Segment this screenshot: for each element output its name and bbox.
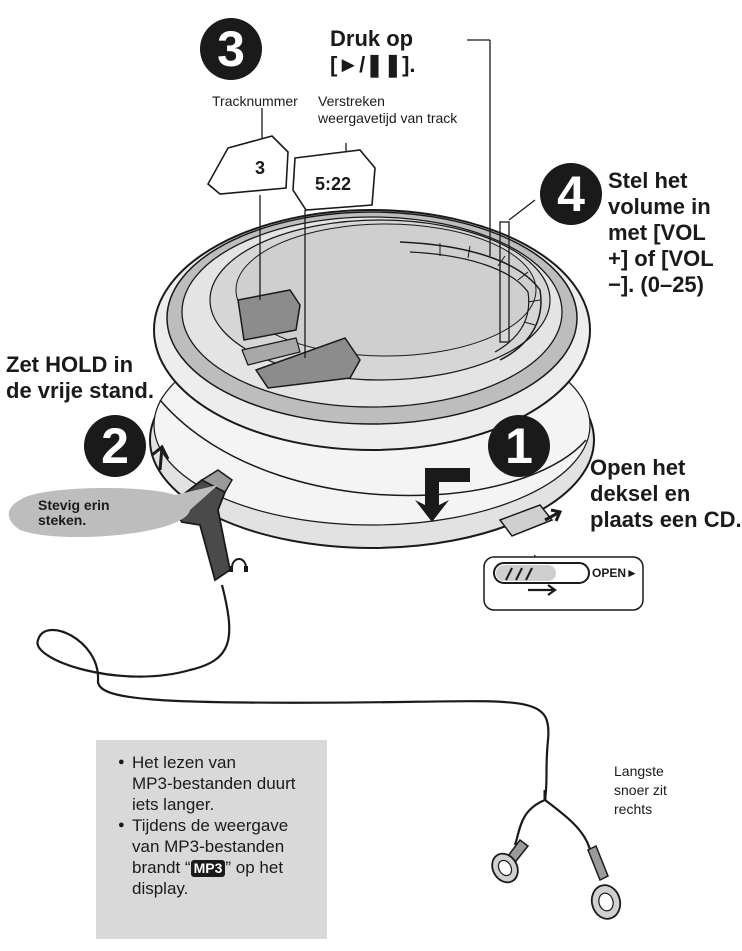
note-2-line-3: brandt “MP3” op het (132, 857, 313, 878)
step-1-line-3: plaats een CD. (590, 507, 742, 532)
lid-arrow-icon (415, 468, 470, 522)
left-earbud (491, 838, 530, 884)
step-3-line-1: Druk op (330, 26, 414, 51)
step-2-line-2: de vrije stand. (6, 378, 154, 403)
notes-list: Het lezen van MP3-bestanden duurt iets l… (96, 740, 327, 899)
step-3-marker: 3 (200, 18, 262, 80)
note-2-after-badge: ” op het (225, 858, 284, 877)
step-1-line-2: deksel en (590, 481, 691, 506)
note-2-line-4: display. (132, 879, 189, 898)
cord-note-line-2: snoer zit (614, 782, 667, 798)
step-4-line-3: met [VOL (608, 220, 706, 245)
note-2-line-1: Tijdens de weergave (132, 816, 289, 835)
note-2-line-2: van MP3-bestanden (132, 837, 285, 856)
track-number-label: Tracknummer (212, 93, 298, 109)
step-4-line-4: +] of [VOL (608, 246, 714, 271)
open-arrow-icon (544, 508, 563, 522)
elapsed-label-line-2: weergavetijd van track (318, 110, 458, 126)
bubble-line-1: Stevig erin (38, 497, 110, 513)
cord-note-line-3: rechts (614, 801, 653, 817)
track-number-window (237, 289, 301, 341)
note-1-line-3: iets langer. (132, 795, 215, 814)
elapsed-label-line-1: Verstreken (318, 93, 385, 109)
elapsed-time-value: 5:22 (315, 174, 352, 194)
step-4-marker: 4 (540, 163, 602, 225)
note-2-before-badge: brandt “ (132, 858, 191, 877)
step-4-line-5: −]. (0–25) (608, 272, 704, 297)
step-4-line-1: Stel het (608, 168, 688, 193)
control-buttons-arc (399, 241, 542, 361)
headphone-icon (231, 558, 247, 569)
step-1-marker: 1 (488, 415, 550, 477)
open-switch-on-device (498, 504, 554, 537)
step-1-instruction: Open het deksel en plaats een CD. (590, 455, 742, 533)
bubble-text: Stevig erin steken. (38, 498, 110, 528)
step-4-line-2: volume in (608, 194, 711, 219)
step-2-line-1: Zet HOLD in (6, 352, 134, 377)
hold-arrow-icon (151, 444, 170, 471)
open-switch-label: OPEN► (592, 566, 638, 580)
step-3-line-2: [►/❚❚]. (330, 52, 416, 77)
right-earbud (587, 844, 622, 920)
step-2-instruction: Zet HOLD in de vrije stand. (6, 352, 154, 404)
elapsed-time-window (254, 337, 361, 389)
step-3-instruction: Druk op [►/❚❚]. (330, 26, 416, 78)
bubble-line-2: steken. (38, 512, 87, 528)
note-item-1: Het lezen van MP3-bestanden duurt iets l… (118, 752, 313, 815)
step-4-instruction: Stel het volume in met [VOL +] of [VOL −… (608, 168, 714, 298)
note-1-line-2: MP3-bestanden duurt (132, 774, 296, 793)
note-item-2: Tijdens de weergave van MP3-bestanden br… (118, 815, 313, 899)
track-number-tag (206, 135, 289, 195)
note-1-line-1: Het lezen van (132, 753, 236, 772)
notes-box: Het lezen van MP3-bestanden duurt iets l… (96, 740, 327, 939)
bubble-shape (8, 485, 218, 538)
step-1-line-1: Open het (590, 455, 686, 480)
step-2-marker: 2 (84, 415, 146, 477)
cord-note-line-1: Langste (614, 763, 664, 779)
earphone-cable (36, 584, 550, 801)
elapsed-time-tag (292, 149, 376, 211)
elapsed-time-label: Verstreken weergavetijd van track (318, 93, 457, 127)
earphone-split (513, 798, 592, 851)
track-number-value: 3 (255, 158, 266, 178)
cord-note: Langste snoer zit rechts (614, 762, 667, 819)
mp3-badge: MP3 (190, 860, 226, 877)
